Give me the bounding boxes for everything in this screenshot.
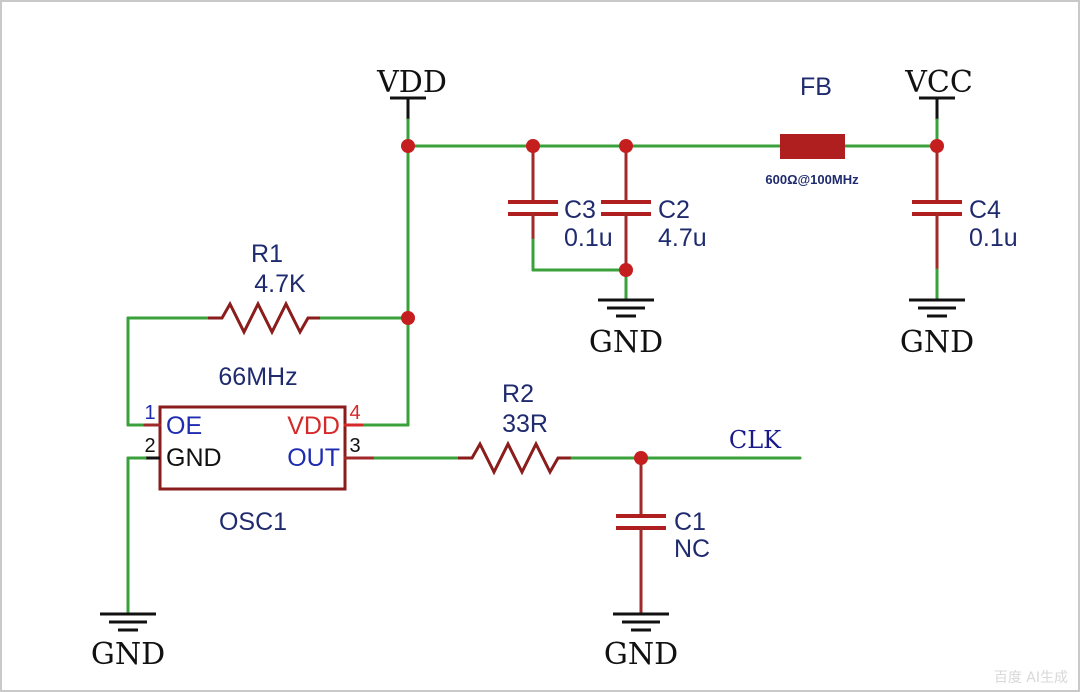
osc-pin2-number: 2	[144, 435, 155, 457]
osc-pin4-number: 4	[349, 402, 360, 424]
resistor-r2: R2 33R	[458, 380, 572, 476]
gnd-label-osc: GND	[91, 637, 165, 672]
c2-ref: C2	[658, 196, 690, 224]
gnd-symbol-c4: GND	[900, 298, 974, 360]
gnd-symbol-c1: GND	[604, 612, 678, 672]
osc-pin3-name: OUT	[287, 444, 340, 472]
oscillator-osc1: 66MHz OSC1 1 OE 2 GND 4 VDD 3 OUT	[143, 363, 377, 536]
ferrite-bead-fb: FB 600Ω@100MHz	[765, 73, 859, 187]
capacitor-c3: C3 0.1u	[508, 144, 613, 252]
gnd-label-c2: GND	[589, 325, 663, 360]
r2-value: 33R	[502, 410, 548, 438]
osc-pin2-name: GND	[166, 444, 222, 472]
vcc-label: VCC	[904, 65, 973, 100]
c3-ref: C3	[564, 196, 596, 224]
capacitor-c1: C1 NC	[616, 456, 710, 614]
gnd-symbol-osc: GND	[91, 612, 165, 672]
r1-value: 4.7K	[254, 270, 306, 298]
c4-value: 0.1u	[969, 224, 1018, 252]
watermark: 百度 AI生成	[994, 670, 1068, 686]
junction-vdd-top	[401, 139, 415, 153]
gnd-label-c4: GND	[900, 325, 974, 360]
junction-clk	[634, 451, 648, 465]
vcc-power-port: VCC	[904, 65, 973, 120]
vdd-power-port: VDD	[376, 65, 447, 120]
c2-value: 4.7u	[658, 224, 707, 252]
r2-ref: R2	[502, 380, 534, 408]
osc-frequency: 66MHz	[218, 363, 297, 391]
capacitor-c4: C4 0.1u	[912, 144, 1018, 272]
gnd-symbol-c2: GND	[589, 298, 663, 360]
junction-cap-gnd	[619, 263, 633, 277]
resistor-r1: R1 4.7K	[208, 240, 320, 336]
junction-c3-top	[526, 139, 540, 153]
osc-ref: OSC1	[219, 508, 287, 536]
r1-ref: R1	[251, 240, 283, 268]
osc-pin1-number: 1	[144, 402, 155, 424]
osc-pin3-number: 3	[349, 435, 360, 457]
vdd-label: VDD	[376, 65, 447, 100]
c4-ref: C4	[969, 196, 1001, 224]
capacitor-c2: C2 4.7u	[601, 144, 707, 272]
gnd-label-c1: GND	[604, 637, 678, 672]
junction-r1-vdd	[401, 311, 415, 325]
fb-value: 600Ω@100MHz	[765, 172, 859, 187]
junction-c2-top	[619, 139, 633, 153]
c3-value: 0.1u	[564, 224, 613, 252]
fb-ref: FB	[800, 73, 832, 101]
osc-pin1-name: OE	[166, 412, 202, 440]
junction-vcc	[930, 139, 944, 153]
osc-pin4-name: VDD	[287, 412, 340, 440]
c1-value: NC	[674, 535, 710, 563]
c1-ref: C1	[674, 508, 706, 536]
clk-label: CLK	[729, 426, 782, 454]
